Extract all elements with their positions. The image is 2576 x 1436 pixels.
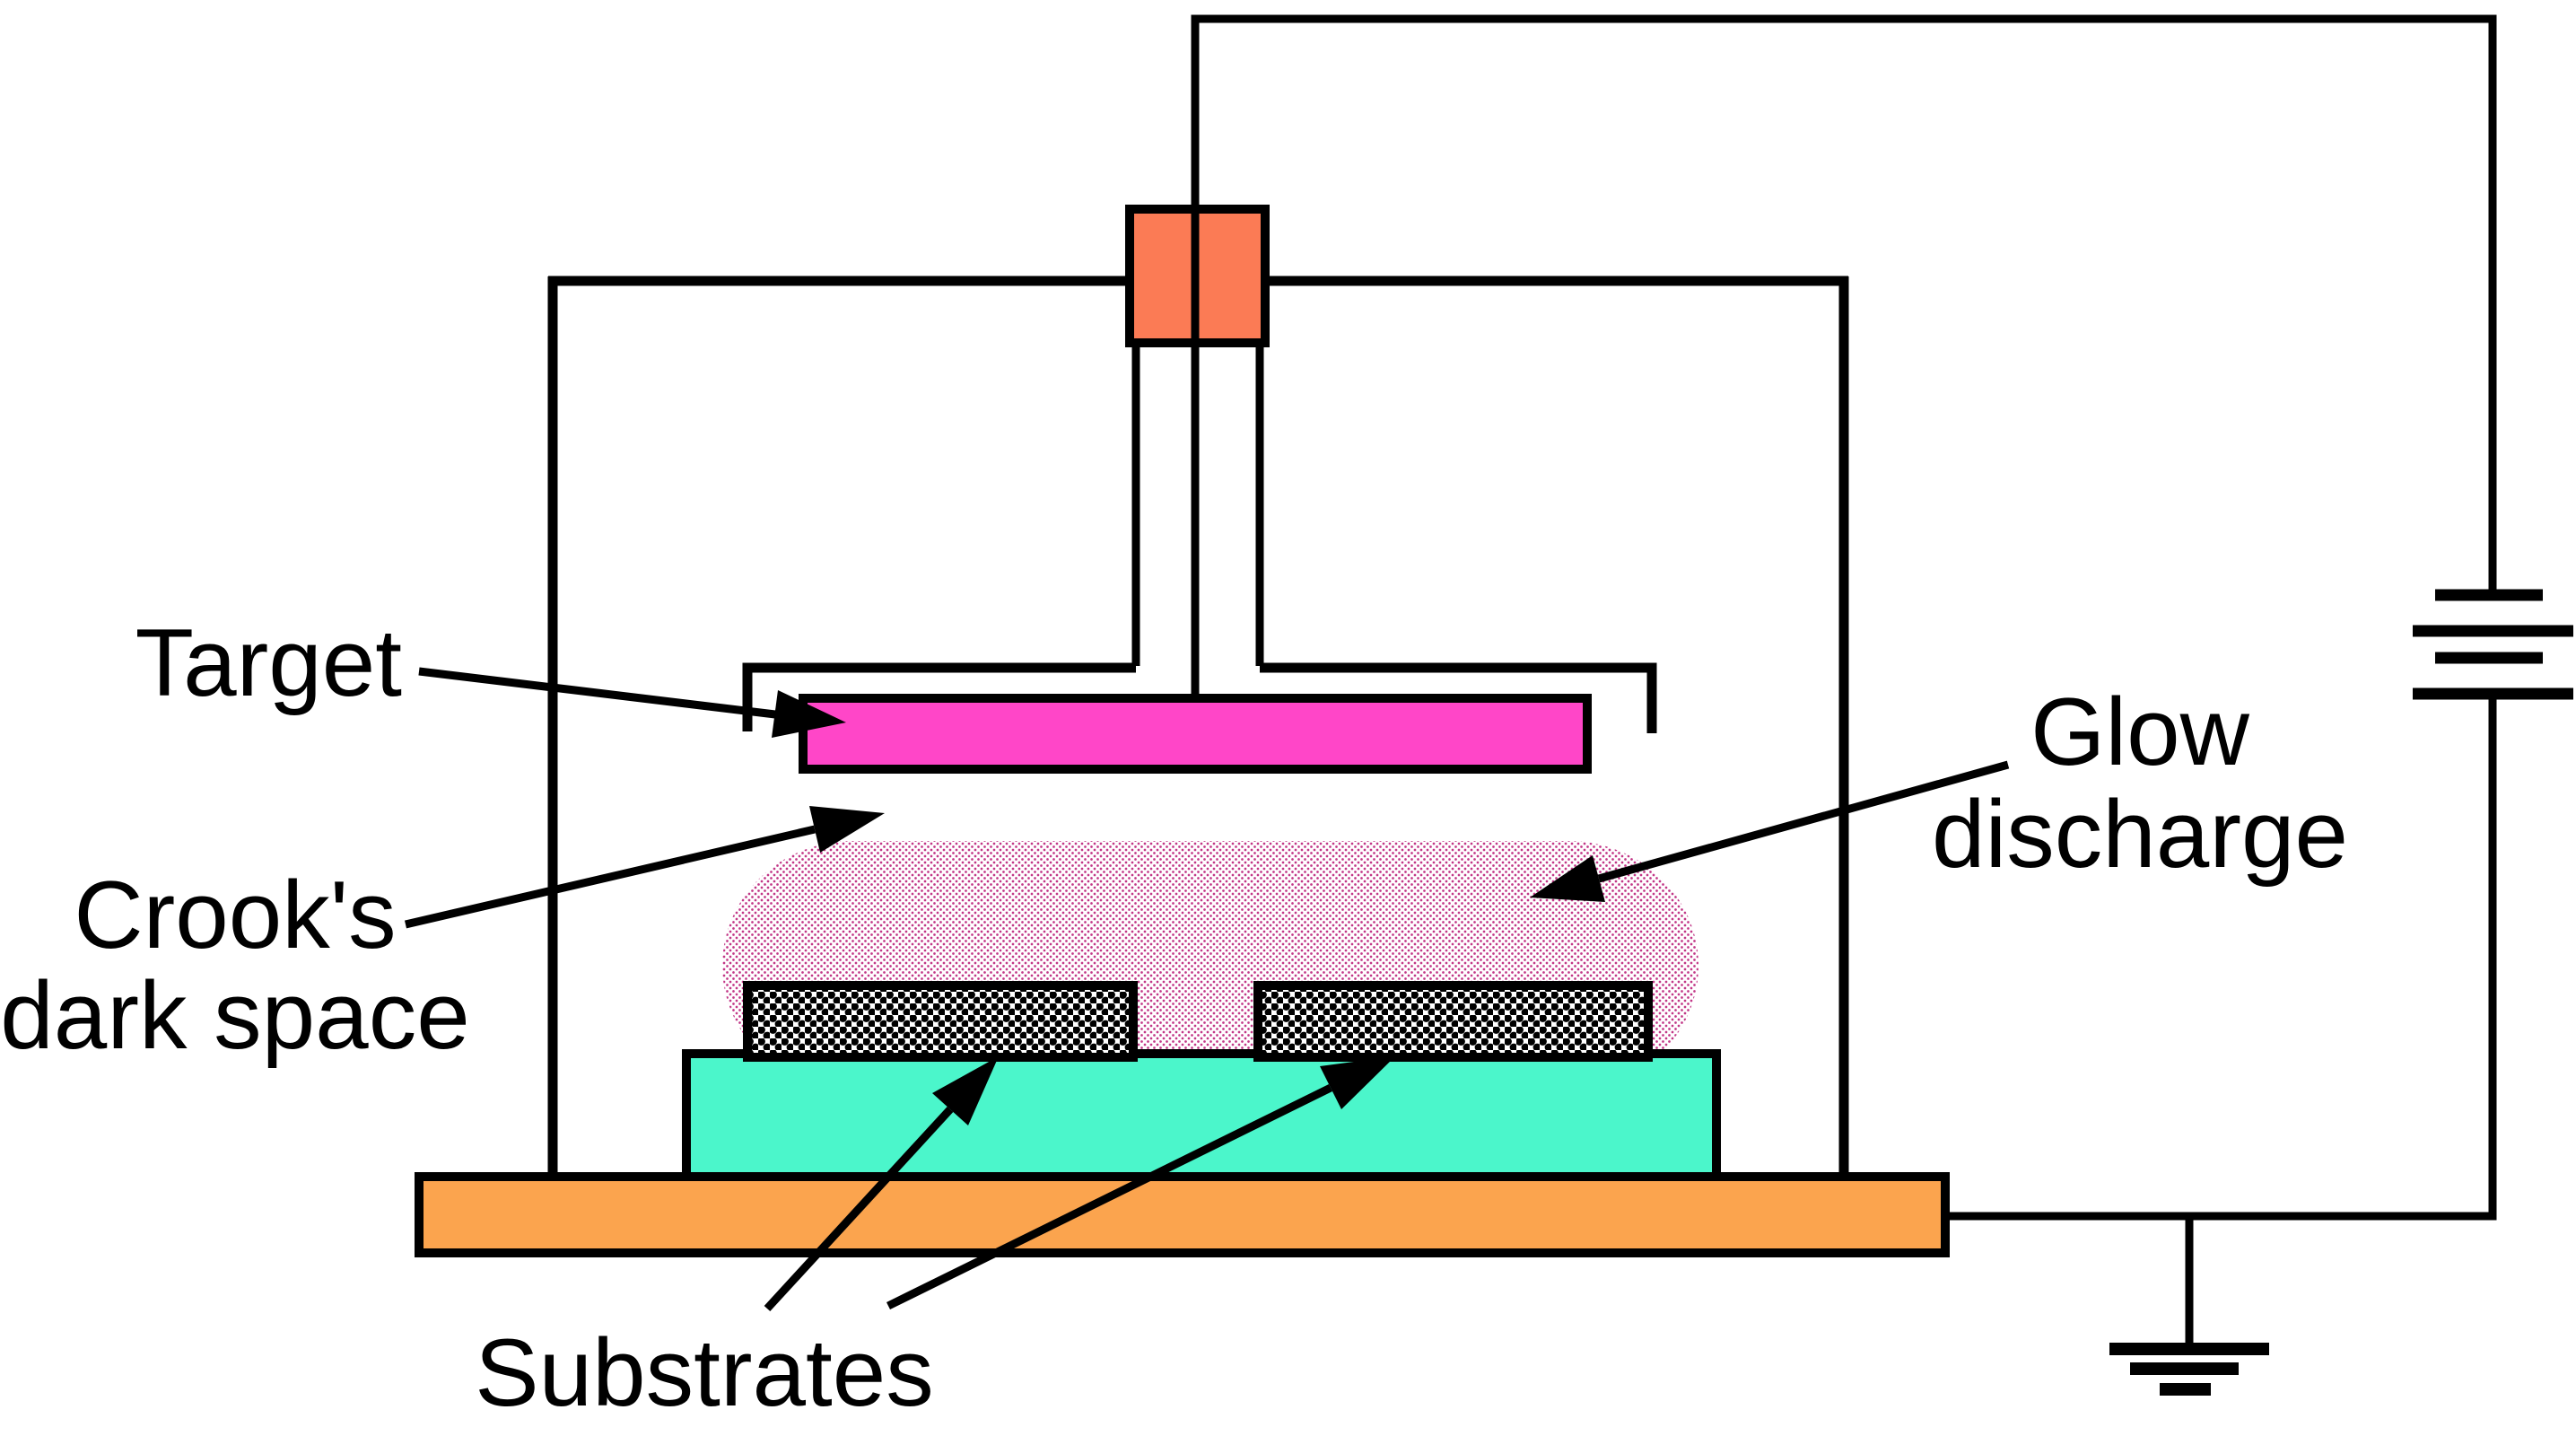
target-arrow-head bbox=[772, 690, 846, 738]
dark-space-label-line1: Crook's bbox=[74, 861, 396, 968]
glow-discharge-label-line2: discharge bbox=[1932, 780, 2348, 888]
substrates-label: Substrates bbox=[475, 1318, 934, 1426]
cathode-stem bbox=[1131, 337, 1264, 666]
dark-space-label-line2: dark space bbox=[0, 961, 469, 1069]
substrates bbox=[743, 981, 1653, 1062]
anode-return-wire bbox=[1945, 694, 2497, 1221]
substrate-right-arrow-shaft bbox=[886, 1083, 1332, 1310]
cathode-supply-wire bbox=[1191, 14, 2497, 698]
base-plate bbox=[415, 1172, 1950, 1257]
substrate-right bbox=[1253, 981, 1653, 1062]
vacuum-chamber bbox=[547, 276, 1849, 1178]
battery-symbol bbox=[2413, 589, 2573, 700]
dark-space-arrow-shaft bbox=[404, 825, 816, 929]
ground-symbol bbox=[2109, 1216, 2269, 1396]
target-label: Target bbox=[135, 609, 402, 716]
dark-space-arrow-head bbox=[809, 806, 885, 853]
target-plate bbox=[799, 694, 1592, 774]
bracket-right bbox=[1260, 662, 1657, 733]
substrate-left bbox=[743, 981, 1138, 1062]
substrate-left-arrow-shaft bbox=[764, 1106, 954, 1312]
glow-discharge-arrow-head bbox=[1530, 855, 1605, 902]
target-arrow-shaft bbox=[418, 667, 776, 719]
labels: Target Crook's dark space Glow discharge… bbox=[0, 609, 2348, 1426]
glow-discharge-arrow-shaft bbox=[1597, 760, 2010, 883]
substrate-right-arrow-head bbox=[1320, 1056, 1395, 1109]
annotation-arrows bbox=[404, 667, 2010, 1312]
substrate-holder-block bbox=[682, 1049, 1721, 1186]
substrate-left-arrow-head bbox=[932, 1056, 999, 1125]
glow-discharge-label-line1: Glow bbox=[2030, 678, 2250, 785]
